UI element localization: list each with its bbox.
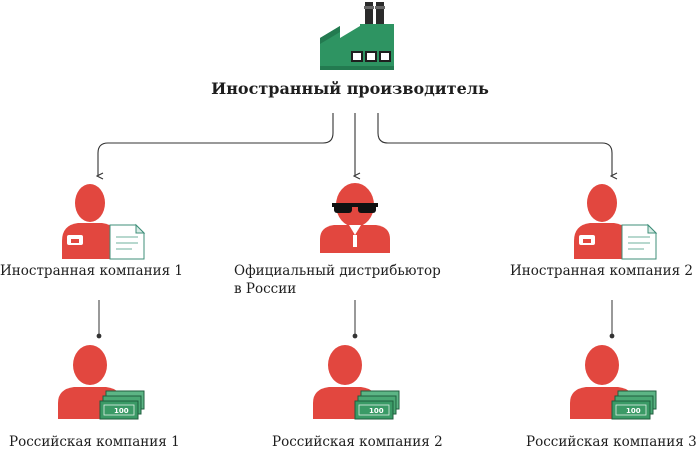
intermediary-3-label: Иностранная компания 2 xyxy=(510,263,693,279)
document-icon xyxy=(621,223,658,260)
link-1 xyxy=(96,300,102,339)
buyer-2-label: Российская компания 2 xyxy=(272,434,443,450)
banknote-value: 100 xyxy=(626,407,641,415)
intermediary-2-label-line2: в России xyxy=(234,281,297,297)
person-with-money-icon: 100 xyxy=(570,345,657,420)
banknote-value: 100 xyxy=(114,407,129,415)
person-with-money-icon: 100 xyxy=(58,345,145,420)
manufacturer-label: Иностранный производитель xyxy=(211,79,489,98)
factory-icon xyxy=(320,2,394,70)
intermediary-1-label: Иностранная компания 1 xyxy=(0,263,183,279)
link-3 xyxy=(609,300,615,339)
link-2 xyxy=(352,300,358,339)
connector-right xyxy=(377,113,612,176)
money-icon: 100 xyxy=(99,390,145,420)
intermediary-2-label: Официальный дистрибьютор xyxy=(234,263,441,279)
buyer-3-label: Российская компания 3 xyxy=(526,434,697,450)
person-with-document-icon xyxy=(574,184,658,260)
person-with-sunglasses-icon xyxy=(320,183,390,253)
document-icon xyxy=(109,223,146,260)
connector-left xyxy=(98,113,334,176)
money-icon: 100 xyxy=(354,390,400,420)
person-with-document-icon xyxy=(62,184,146,260)
buyer-1-label: Российская компания 1 xyxy=(9,434,180,450)
money-icon: 100 xyxy=(611,390,657,420)
person-with-money-icon: 100 xyxy=(313,345,400,420)
banknote-value: 100 xyxy=(369,407,384,415)
